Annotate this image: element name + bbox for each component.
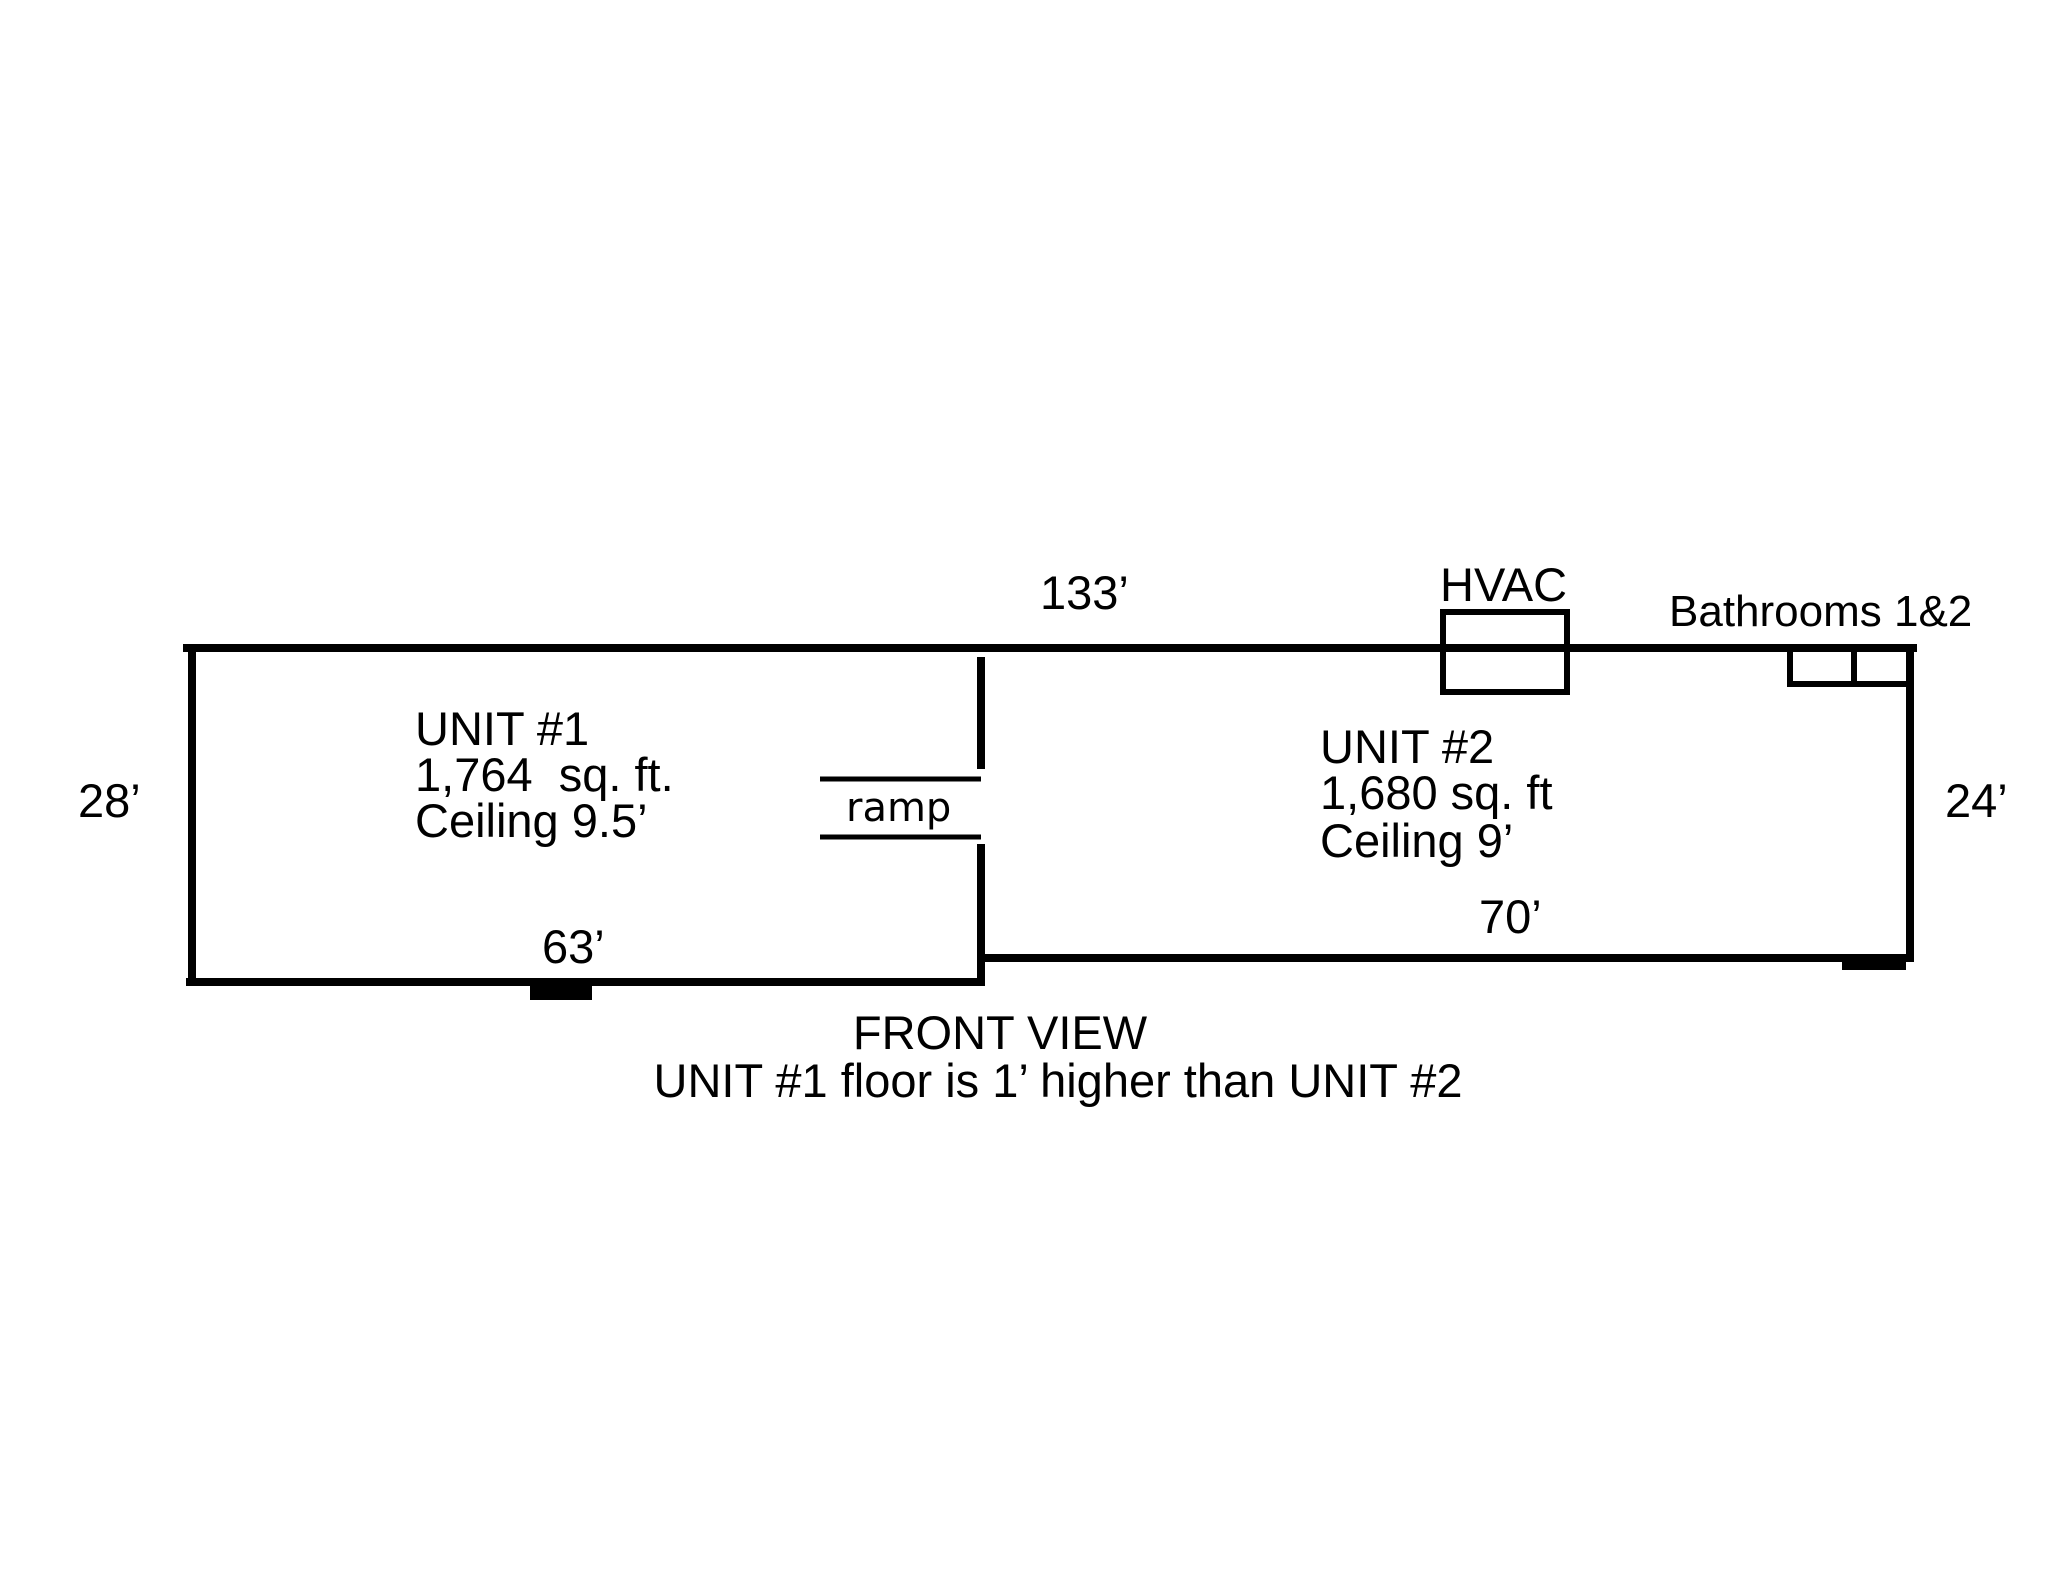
unit1-area: 1,764 sq. ft. (415, 748, 674, 801)
floor-height-note: UNIT #1 floor is 1’ higher than UNIT #2 (654, 1054, 1463, 1107)
unit1-depth-label: 28’ (78, 774, 141, 827)
unit1-front-door-marker (530, 986, 592, 1000)
bathrooms-label: Bathrooms 1&2 (1669, 587, 1972, 636)
unit2-front-door-marker (1842, 956, 1906, 970)
hvac-box (1440, 609, 1570, 695)
unit2-width-label: 70’ (1479, 890, 1542, 943)
overall-length-label: 133’ (1040, 566, 1129, 619)
hvac-label: HVAC (1440, 558, 1567, 611)
unit2-name: UNIT #2 (1320, 720, 1494, 773)
bathroom-outline (1787, 648, 1910, 687)
unit1-ceiling: Ceiling 9.5’ (415, 794, 648, 847)
front-view-title: FRONT VIEW (853, 1006, 1148, 1059)
ramp-label: ramp (846, 785, 951, 831)
unit1-width-label: 63’ (542, 920, 605, 973)
unit2-area: 1,680 sq. ft (1320, 766, 1553, 819)
unit2-ceiling: Ceiling 9’ (1320, 814, 1513, 867)
unit2-depth-label: 24’ (1945, 774, 2008, 827)
unit1-name: UNIT #1 (415, 702, 589, 755)
